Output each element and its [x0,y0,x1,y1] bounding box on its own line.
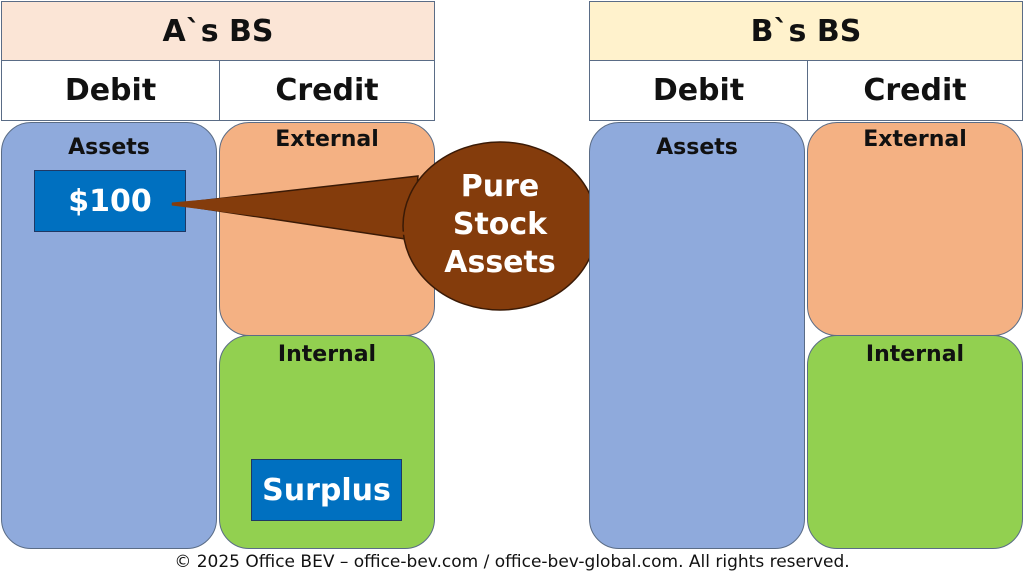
b-assets-block [589,122,805,549]
a-credit-header: Credit [219,60,435,121]
b-debit-header: Debit [589,60,808,121]
a-debit-header: Debit [1,60,220,121]
a-assets-value-box: $100 [34,170,186,232]
b-internal-block [807,335,1023,549]
callout-line-2: Stock [452,207,548,242]
b-internal-label: Internal [865,342,965,367]
callout-line-1: Pure [460,169,540,204]
a-external-label: External [275,127,379,152]
b-assets-label: Assets [656,135,738,160]
b-external-label: External [863,127,967,152]
b-credit-header: Credit [807,60,1023,121]
a-assets-label: Assets [68,135,150,160]
callout-line-3: Assets [444,245,556,280]
b-external-block [807,122,1023,336]
a-internal-label: Internal [277,342,377,367]
b-bs-title: B`s BS [589,1,1023,61]
callout-text: Pure Stock Assets [420,168,580,282]
copyright-footer: © 2025 Office BEV – office-bev.com / off… [174,552,850,572]
a-bs-title: A`s BS [1,1,435,61]
a-surplus-box: Surplus [251,459,402,521]
